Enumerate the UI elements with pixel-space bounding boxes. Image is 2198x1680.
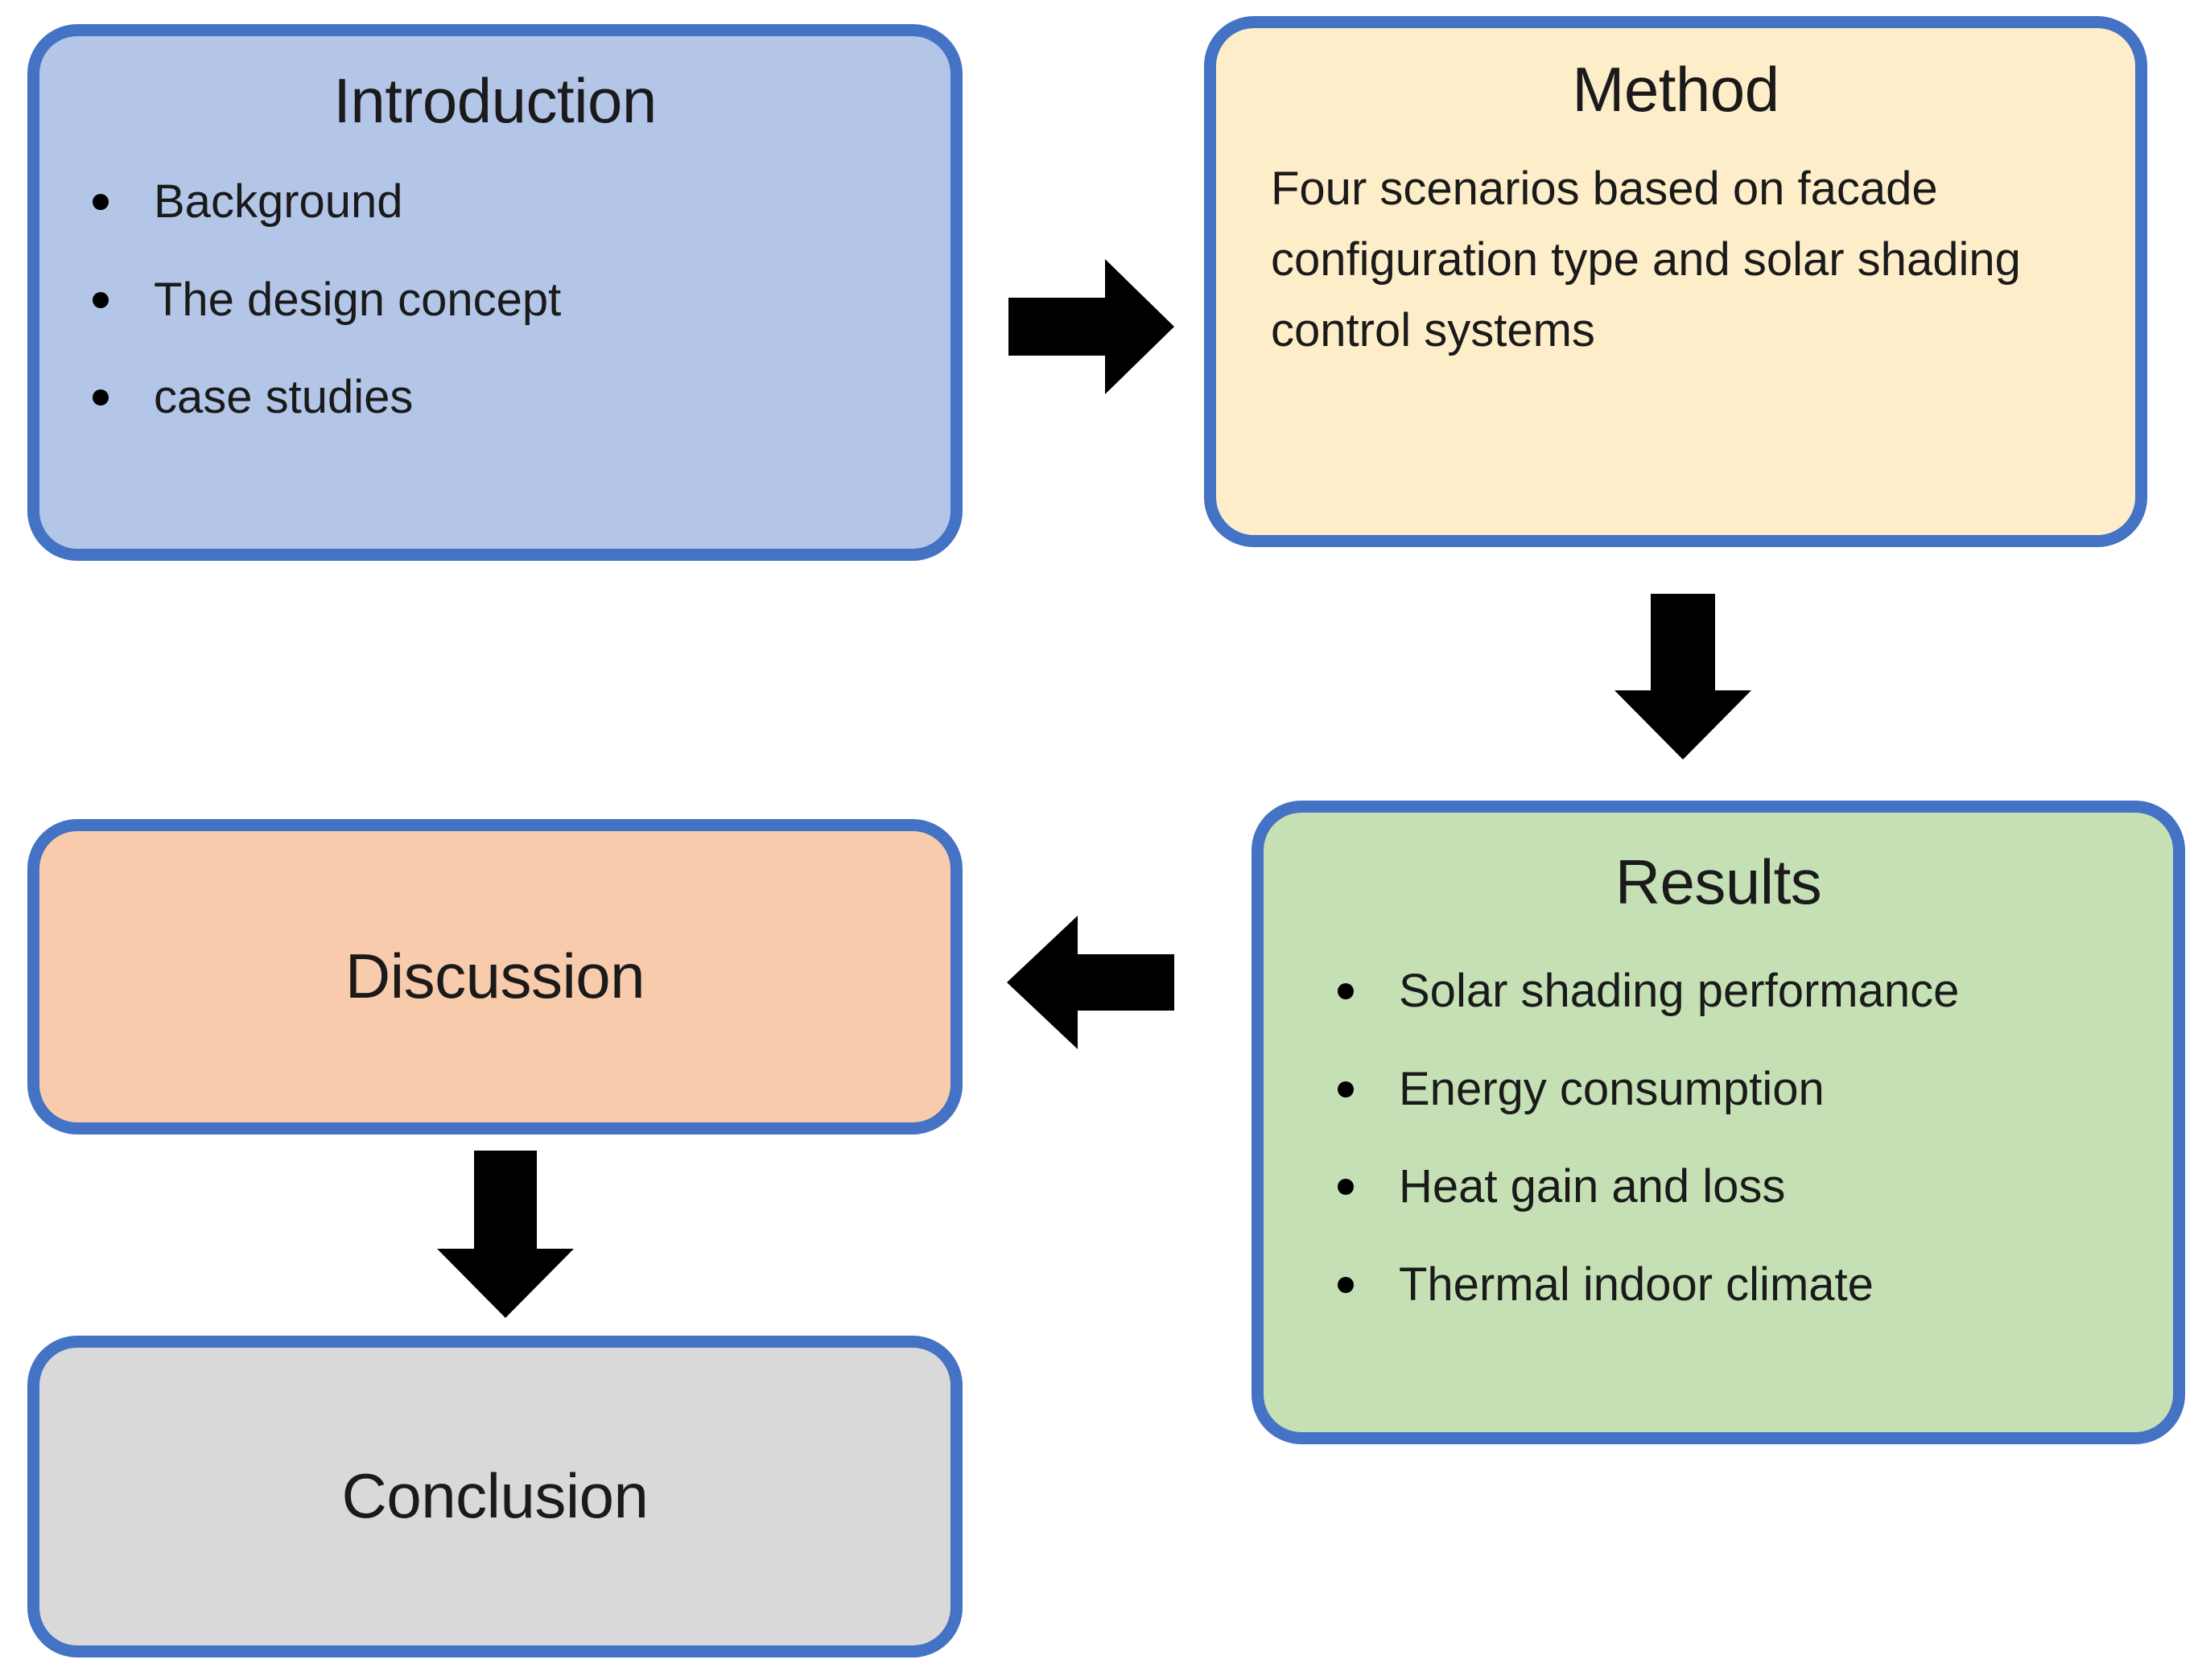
node-discussion[interactable]: Discussion xyxy=(27,819,963,1134)
list-item-label: Energy consumption xyxy=(1399,1062,1825,1115)
list-item: Energy consumption xyxy=(1293,1062,2173,1115)
node-discussion-title: Discussion xyxy=(344,941,645,1012)
bullet-dot-icon xyxy=(1338,982,1354,999)
list-item: Thermal indoor climate xyxy=(1293,1259,2173,1311)
node-method[interactable]: Method Four scenarios based on facade co… xyxy=(1204,16,2147,547)
arrow-down-icon xyxy=(1614,594,1751,760)
list-item-label: Background xyxy=(154,175,403,228)
bullet-dot-icon xyxy=(1338,1179,1354,1196)
bullet-dot-icon xyxy=(93,389,109,406)
introduction-bullet-list: Background The design concept case studi… xyxy=(47,175,951,423)
bullet-dot-icon xyxy=(93,193,109,210)
list-item-label: The design concept xyxy=(154,273,562,326)
results-bullet-list: Solar shading performance Energy consump… xyxy=(1293,964,2173,1311)
node-results[interactable]: Results Solar shading performance Energy… xyxy=(1252,801,2185,1444)
node-results-body: Solar shading performance Energy consump… xyxy=(1264,964,2173,1311)
list-item-label: case studies xyxy=(154,371,414,424)
bullet-dot-icon xyxy=(1338,1081,1354,1097)
node-introduction[interactable]: Introduction Background The design conce… xyxy=(27,24,963,561)
node-method-paragraph: Four scenarios based on facade configura… xyxy=(1271,162,2021,357)
node-conclusion[interactable]: Conclusion xyxy=(27,1336,963,1657)
list-item-label: Thermal indoor climate xyxy=(1399,1258,1874,1311)
node-conclusion-title: Conclusion xyxy=(341,1460,649,1532)
node-method-title: Method xyxy=(1572,54,1779,125)
node-method-body: Four scenarios based on facade configura… xyxy=(1216,154,2135,366)
node-introduction-body: Background The design concept case studi… xyxy=(39,175,951,423)
arrow-left-icon xyxy=(1007,916,1174,1049)
list-item: Background xyxy=(47,175,951,228)
list-item: The design concept xyxy=(47,274,951,326)
list-item: Heat gain and loss xyxy=(1293,1161,2173,1213)
node-introduction-title: Introduction xyxy=(333,65,657,136)
list-item-label: Solar shading performance xyxy=(1399,964,1960,1017)
list-item: Solar shading performance xyxy=(1293,964,2173,1017)
bullet-dot-icon xyxy=(1338,1277,1354,1294)
list-item-label: Heat gain and loss xyxy=(1399,1160,1786,1213)
arrow-down-icon xyxy=(437,1151,574,1318)
bullet-dot-icon xyxy=(93,291,109,308)
node-results-title: Results xyxy=(1614,846,1822,917)
list-item: case studies xyxy=(47,372,951,423)
arrow-right-icon xyxy=(1008,259,1174,394)
